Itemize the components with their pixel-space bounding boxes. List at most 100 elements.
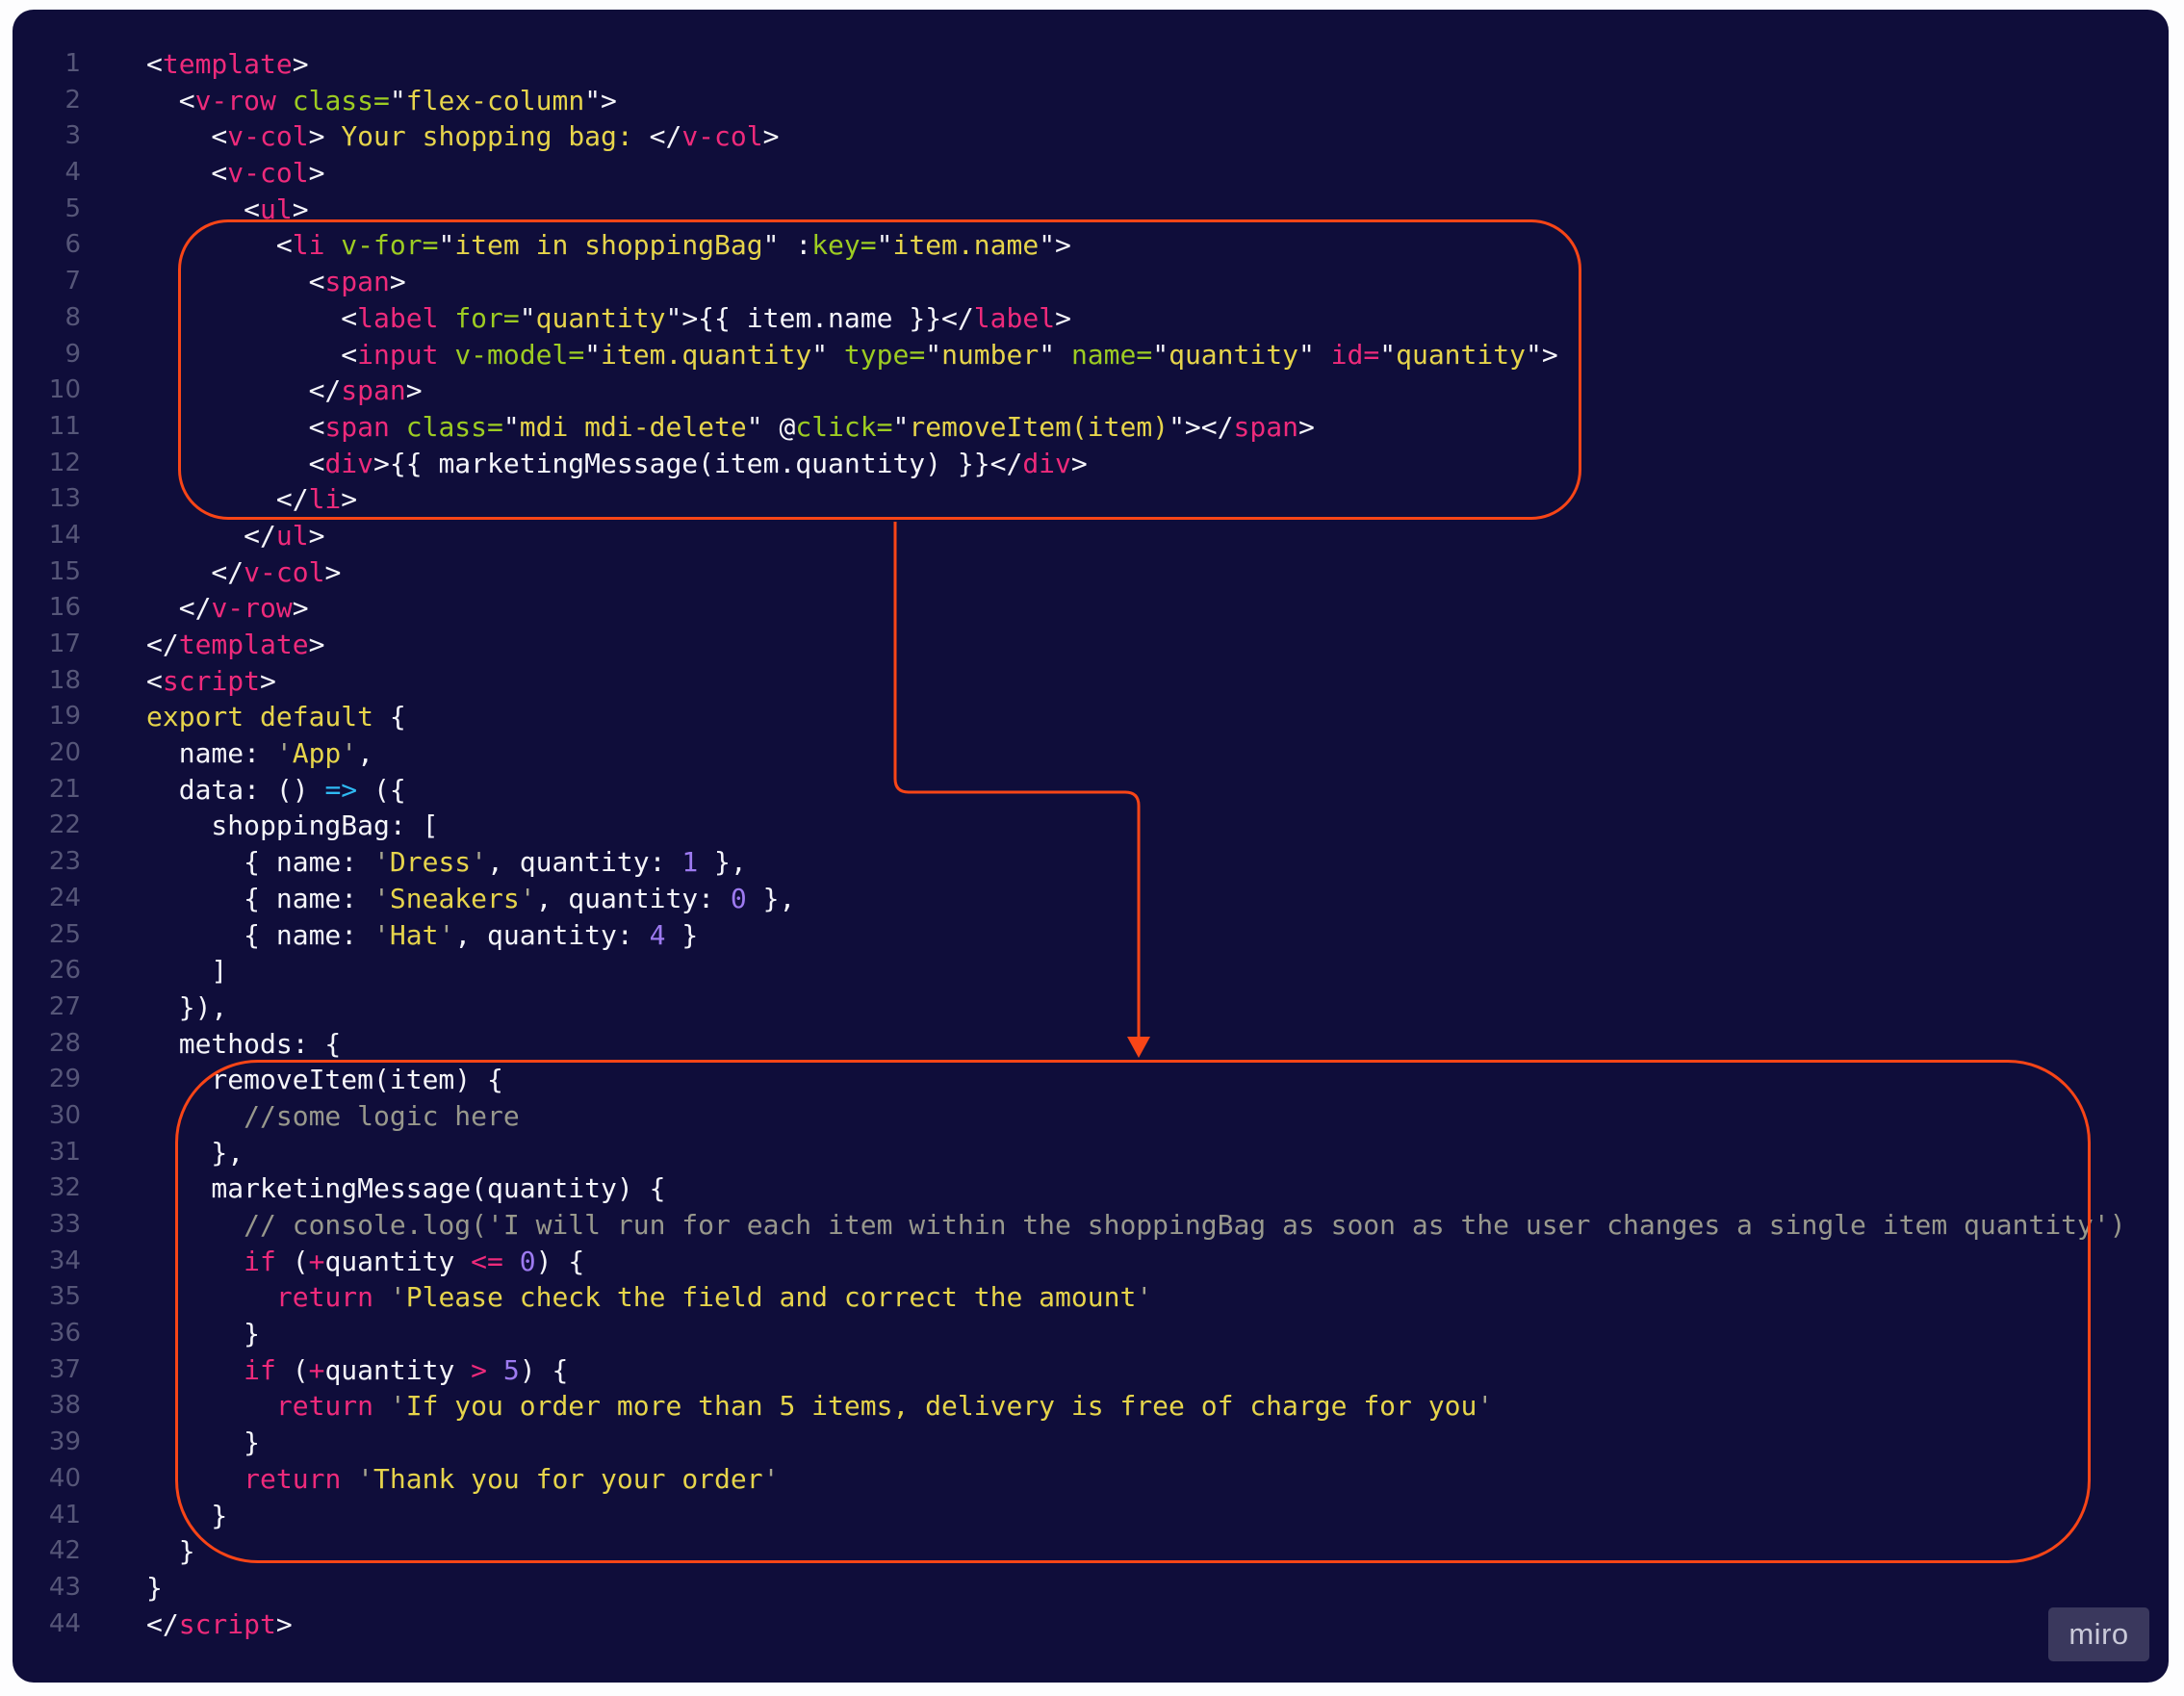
code-line: 23 { name: 'Dress', quantity: 1 },: [13, 844, 2169, 881]
miro-logo-badge[interactable]: miro: [2048, 1607, 2149, 1661]
code-line: 20 name: 'App',: [13, 735, 2169, 772]
code-text: <script>: [146, 664, 276, 697]
line-number: 25: [48, 919, 81, 949]
code-line: 43}: [13, 1570, 2169, 1606]
line-number: 42: [48, 1536, 81, 1566]
code-text: <span>: [146, 266, 406, 298]
code-line: 15 </v-col>: [13, 554, 2169, 591]
line-number: 28: [48, 1028, 81, 1058]
code-text: }: [146, 1318, 261, 1350]
code-text: marketingMessage(quantity) {: [146, 1172, 666, 1205]
line-number: 8: [64, 302, 81, 332]
line-number: 40: [48, 1463, 81, 1493]
code-line: 33 // console.log('I will run for each i…: [13, 1207, 2169, 1244]
code-text: // console.log('I will run for each item…: [146, 1209, 2126, 1241]
code-text: }: [146, 1535, 195, 1568]
line-number: 13: [48, 484, 81, 514]
line-number: 7: [64, 267, 81, 296]
code-text: { name: 'Dress', quantity: 1 },: [146, 846, 747, 879]
code-text: return 'Thank you for your order': [244, 1462, 780, 1495]
code-text: </v-col>: [146, 555, 342, 588]
line-number: 33: [48, 1210, 81, 1239]
code-text: return 'If you order more than 5 items, …: [275, 1390, 1494, 1423]
code-text: <input v-model="item.quantity" type="num…: [146, 338, 1558, 371]
annotation-box-template-loop[interactable]: [178, 219, 1581, 520]
line-number: 38: [48, 1391, 81, 1421]
code-line: 26 ]: [13, 953, 2169, 989]
code-line: 32 marketingMessage(quantity) {: [13, 1170, 2169, 1207]
code-text: <li v-for="item in shoppingBag" :key="it…: [146, 229, 1071, 262]
line-number: 30: [48, 1100, 81, 1130]
line-number: 26: [48, 956, 81, 986]
code-text: </v-row>: [146, 592, 309, 625]
code-line: 25 { name: 'Hat', quantity: 4 }: [13, 917, 2169, 954]
code-line: 38 return 'If you order more than 5 item…: [13, 1388, 2169, 1425]
code-line: 40 return 'Thank you for your order': [13, 1461, 2169, 1498]
line-number: 22: [48, 810, 81, 840]
line-number: 16: [48, 593, 81, 623]
code-text: export default {: [146, 701, 406, 733]
code-text: <template>: [146, 48, 309, 80]
code-text: </script>: [146, 1607, 293, 1640]
code-line: 24 { name: 'Sneakers', quantity: 0 },: [13, 881, 2169, 917]
code-line: 8 <label for="quantity">{{ item.name }}<…: [13, 300, 2169, 337]
line-number: 18: [48, 665, 81, 695]
code-line: 3 <v-col> Your shopping bag: </v-col>: [13, 118, 2169, 155]
code-line: 16 </v-row>: [13, 590, 2169, 627]
code-line: 37 if (+quantity > 5) {: [13, 1352, 2169, 1389]
code-line: 42 }: [13, 1533, 2169, 1570]
annotation-box-methods[interactable]: [175, 1060, 2091, 1563]
code-text: { name: 'Sneakers', quantity: 0 },: [146, 882, 796, 914]
code-line: 21 data: () => ({: [13, 772, 2169, 809]
line-number: 39: [48, 1427, 81, 1457]
code-text: </template>: [146, 629, 325, 660]
code-line: 35 return 'Please check the field and co…: [13, 1279, 2169, 1316]
code-text: if (+quantity > 5) {: [244, 1353, 569, 1386]
code-text: <label for="quantity">{{ item.name }}</l…: [146, 301, 1071, 334]
line-number: 12: [48, 448, 81, 477]
line-number: 41: [48, 1500, 81, 1529]
code-line: 39 }: [13, 1425, 2169, 1461]
code-line: 13 </li>: [13, 481, 2169, 518]
line-number: 19: [48, 702, 81, 732]
line-number: 32: [48, 1173, 81, 1203]
code-text: //some logic here: [146, 1099, 520, 1132]
code-text: { name: 'Hat', quantity: 4 }: [146, 918, 699, 951]
line-number: 15: [48, 556, 81, 586]
code-line: 11 <span class="mdi mdi-delete" @click="…: [13, 409, 2169, 446]
code-line: 27 }),: [13, 989, 2169, 1026]
line-number: 4: [64, 158, 81, 188]
code-text: <span class="mdi mdi-delete" @click="rem…: [146, 410, 1315, 443]
code-line: 9 <input v-model="item.quantity" type="n…: [13, 337, 2169, 373]
line-number: 2: [64, 85, 81, 115]
line-number: 3: [64, 121, 81, 151]
line-number: 14: [48, 520, 81, 550]
code-text: data: () => ({: [146, 773, 406, 806]
code-text: <v-col> Your shopping bag: </v-col>: [146, 120, 780, 153]
line-number: 6: [64, 230, 81, 260]
code-text: return 'Please check the field and corre…: [275, 1281, 1153, 1314]
line-number: 44: [48, 1608, 81, 1638]
code-line: 2 <v-row class="flex-column">: [13, 83, 2169, 119]
line-number: 17: [48, 630, 81, 658]
line-number: 10: [48, 375, 81, 405]
line-number: 21: [48, 774, 81, 804]
code-line: 6 <li v-for="item in shoppingBag" :key="…: [13, 227, 2169, 264]
code-line: 7 <span>: [13, 264, 2169, 300]
code-text: }: [146, 1571, 163, 1604]
code-text: if (+quantity <= 0) {: [244, 1245, 585, 1277]
line-number: 11: [48, 411, 81, 441]
code-text: <v-col>: [146, 157, 325, 190]
code-line: 30 //some logic here: [13, 1098, 2169, 1135]
code-line: 14 </ul>: [13, 518, 2169, 554]
code-text: <div>{{ marketingMessage(item.quantity) …: [146, 447, 1088, 479]
line-number: 23: [48, 847, 81, 877]
line-number: 43: [48, 1572, 81, 1602]
line-number: 20: [48, 738, 81, 768]
line-number: 5: [64, 193, 81, 223]
code-text: methods: {: [146, 1027, 342, 1060]
line-number: 35: [48, 1282, 81, 1312]
code-line: 22 shoppingBag: [: [13, 808, 2169, 844]
code-line: 1<template>: [13, 46, 2169, 83]
